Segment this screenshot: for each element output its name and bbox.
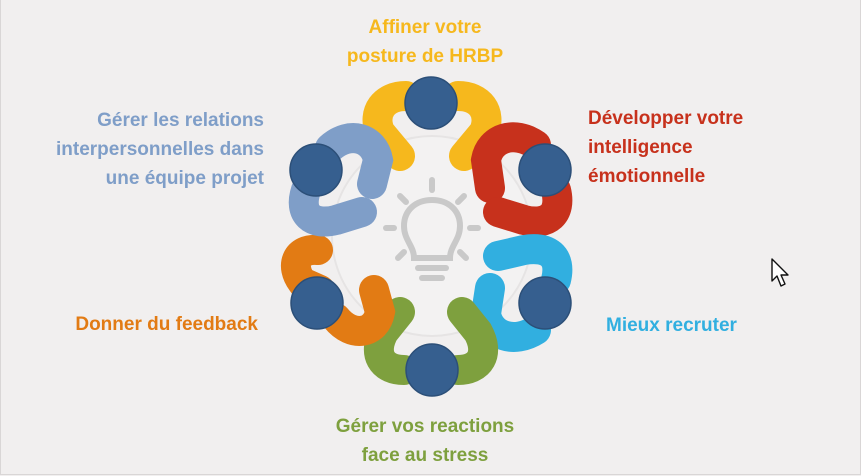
head-relations [289,143,343,197]
person-feedback [281,234,396,346]
label-relations-line: Gérer les relations [97,110,264,131]
label-stress-line: face au stress [361,445,489,466]
arm-relations-bottom [288,175,377,237]
label-intelligence-line: émotionnelle [588,166,706,187]
head-feedback [290,276,344,330]
label-intelligence: Développer votre intelligence émotionnelle [588,104,743,191]
arm-intelligence-top [470,122,551,203]
person-relations [288,123,394,237]
label-recruter-line: Mieux recruter [606,315,737,336]
label-intelligence-line: Développer votre [588,108,744,129]
arm-feedback-bottom [321,275,396,346]
lightbulb-icon [383,177,481,281]
person-posture [362,76,502,171]
arm-relations-top [315,123,394,199]
person-recruter [470,234,573,352]
label-posture-line: Affiner votre [368,17,482,38]
arm-recruter-bottom [470,273,551,352]
label-relations-line: une équipe projet [105,168,264,189]
label-relations-line: interpersonnelles dans [55,139,264,160]
arm-recruter-top [483,234,573,295]
label-feedback-line: Donner du feedback [75,314,258,335]
label-stress: Gérer vos reactions face au stress [290,412,560,470]
label-feedback: Donner du feedback [10,310,258,339]
label-relations: Gérer les relations interpersonnelles dan… [10,106,264,193]
person-intelligence [470,122,573,237]
head-stress [405,343,459,397]
arm-posture-right [443,81,502,171]
head-intelligence [518,143,572,197]
arm-stress-right [443,297,499,385]
label-intelligence-line: intelligence [588,137,693,158]
mouse-pointer-icon [771,258,789,287]
label-recruter: Mieux recruter [606,311,737,340]
arm-posture-left [362,81,421,171]
arm-intelligence-bottom [483,175,573,237]
label-stress-line: Gérer vos reactions [335,416,515,437]
label-posture: Affiner votre posture de HRBP [290,13,560,71]
head-posture [404,76,458,130]
head-recruter [518,276,572,330]
label-posture-line: posture de HRBP [346,46,504,67]
